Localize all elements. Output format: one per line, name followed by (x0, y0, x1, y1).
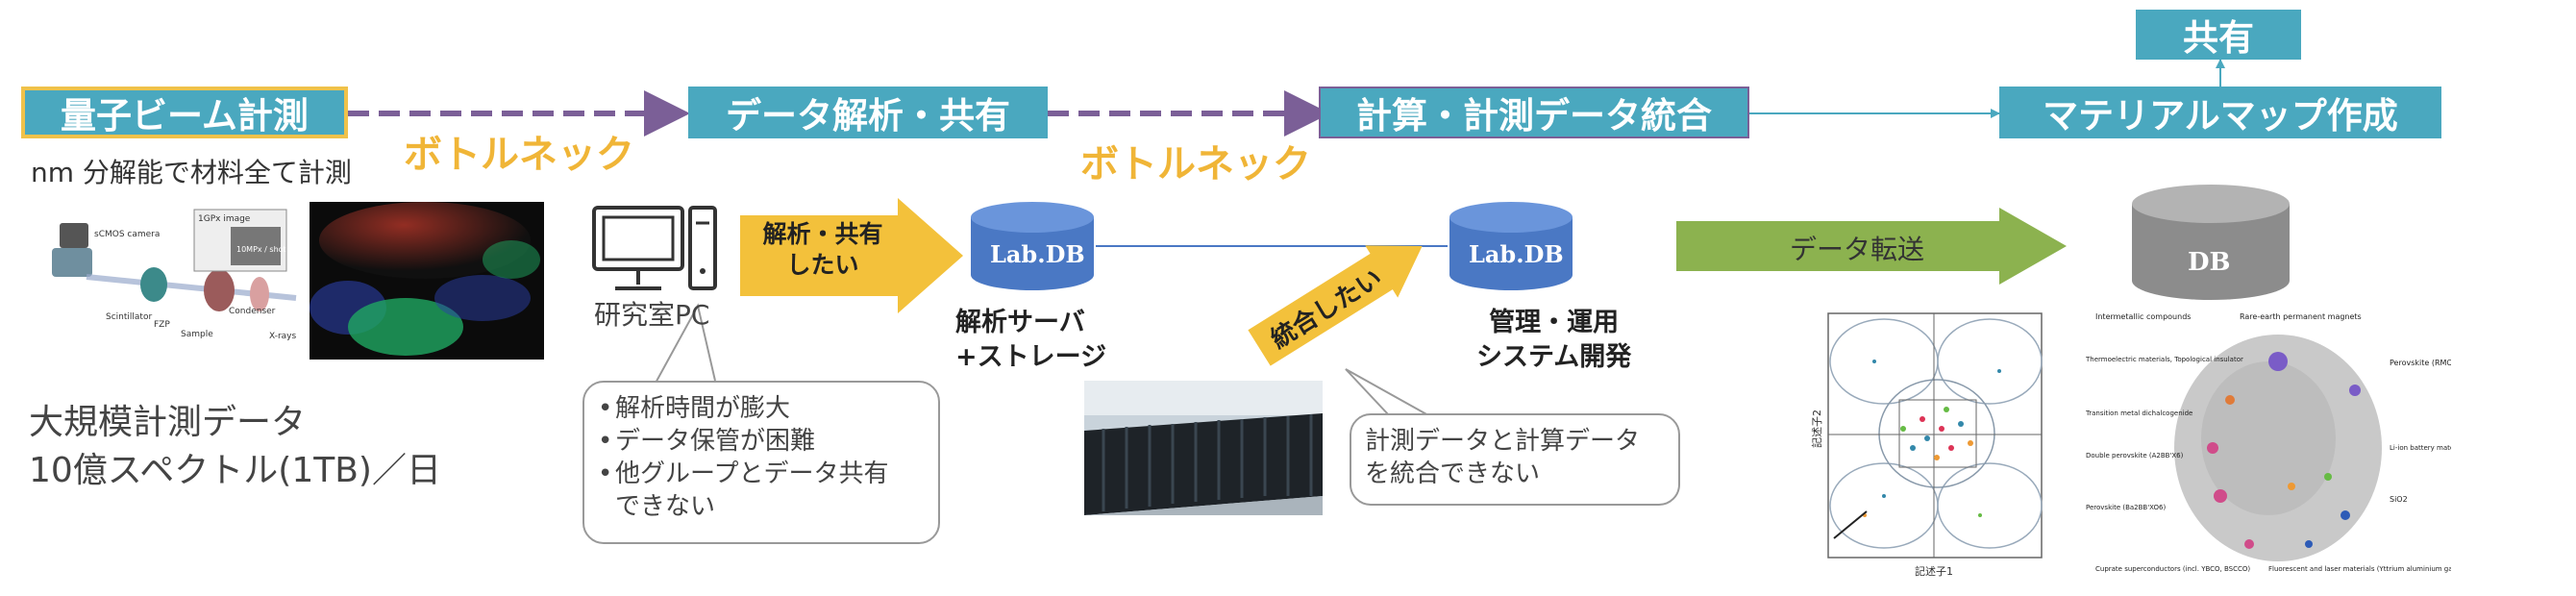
want-to-analyze-text: 解析・共有 したい (746, 219, 900, 281)
problems-list: 解析時間が膨大 データ保管が困難 他グループとデータ共有 (598, 392, 925, 490)
lab-db-label-1: Lab.DB (990, 240, 1085, 268)
beamline-illustration: sCMOS camera 1GPx image 10MPx / shot Sci… (52, 209, 297, 341)
note2-tail (1345, 368, 1429, 416)
data-transfer-label: データ転送 (1790, 234, 1925, 265)
problem-item-continued: できない (615, 492, 716, 521)
class-tmd: Transition metal dichalcogenide (2086, 410, 2192, 417)
want-to-analyze-line1: 解析・共有 (762, 220, 883, 248)
label-rate: 10MPx / shot (236, 245, 286, 254)
db1-caption-line1: 解析サーバ (955, 308, 1085, 337)
pc-icon (592, 206, 717, 290)
data-scale-line1: 大規模計測データ (29, 403, 307, 442)
beamline-schematic: sCMOS camera 1GPx image 10MPx / shot Sci… (38, 202, 310, 365)
want-to-analyze-line2: したい (786, 251, 859, 279)
spectral-map-image (310, 202, 544, 360)
stage-compute-measure-integration: 計算・計測データ統合 (1319, 87, 1749, 138)
label-scintillator: Scintillator (106, 312, 152, 322)
scatter-x-axis: 記述子1 (1915, 564, 1953, 578)
spectral-map-illustration (310, 202, 544, 360)
material-cluster-map: Intermetallic compounds Rare-earth perma… (2086, 304, 2451, 583)
lab-db-cylinder-2 (1449, 202, 1573, 290)
stage-material-map: マテリアルマップ作成 (1999, 87, 2441, 138)
class-intermetallic: Intermetallic compounds (2095, 312, 2191, 321)
bottleneck-label-2: ボトルネック (1080, 142, 1311, 186)
db2-caption-line1: 管理・運用 (1489, 308, 1620, 337)
supercomputer-photo (1084, 381, 1323, 515)
label-sample: Sample (181, 330, 213, 339)
db2-caption-line2: システム開発 (1476, 342, 1632, 372)
integration-callout: 計測データと計算データ を統合できない (1350, 413, 1680, 506)
data-transfer-arrow (1676, 208, 2067, 285)
supercomputer-illustration (1084, 381, 1323, 515)
label-image: 1GPx image (198, 214, 251, 224)
class-cuprate: Cuprate superconductors (incl. YBCO, BSC… (2095, 565, 2250, 573)
class-thermoelectric: Thermoelectric materials, Topological in… (2086, 356, 2243, 363)
central-db-cylinder (2132, 185, 2290, 300)
problems-callout: 解析時間が膨大 データ保管が困難 他グループとデータ共有 できない (582, 381, 940, 544)
lab-db-cylinder-1 (971, 202, 1094, 290)
class-perovskite-rmo3: Perovskite (RMO3) (2390, 359, 2451, 367)
class-rare-earth: Rare-earth permanent magnets (2240, 312, 2362, 321)
material-cluster-illustration: Intermetallic compounds Rare-earth perma… (2086, 304, 2451, 583)
integration-banner-shape (1248, 245, 1423, 366)
bottleneck-label-1: ボトルネック (404, 133, 634, 177)
label-fzp: FZP (154, 320, 170, 330)
pc-label: 研究室PC (594, 299, 710, 331)
descriptor-scatter-illustration: 記述子1 記述子2 (1807, 304, 2047, 581)
share-box: 共有 (2136, 10, 2301, 60)
integration-note-line1: 計測データと計算データ (1365, 427, 1641, 456)
lab-db-caption-1: 解析サーバ +ストレージ (955, 306, 1106, 375)
integration-note-line2: を統合できない (1365, 459, 1541, 488)
scatter-y-axis: 記述子2 (1810, 410, 1823, 448)
want-to-analyze-arrow (740, 198, 963, 313)
db1-caption-line2: +ストレージ (955, 342, 1107, 372)
label-condenser: Condenser (229, 307, 276, 316)
descriptor-scatter-map: 記述子1 記述子2 (1807, 304, 2047, 581)
stage-data-analysis-sharing: データ解析・共有 (688, 87, 1048, 138)
note1-tail (653, 303, 716, 387)
label-camera: sCMOS camera (94, 230, 160, 239)
central-db-label: DB (2188, 248, 2231, 277)
data-scale-line2: 10億スペクトル(1TB)／日 (29, 451, 441, 490)
problem-item: 解析時間が膨大 (598, 392, 925, 425)
class-sio2: SiO2 (2390, 495, 2408, 504)
resolution-note: nm 分解能で材料全て計測 (31, 157, 352, 188)
stage-quantum-beam-measurement: 量子ビーム計測 (21, 87, 348, 138)
label-xrays: X-rays (269, 332, 297, 341)
class-fluorescent: Fluorescent and laser materials (Yttrium… (2268, 565, 2451, 573)
problem-item: データ保管が困難 (598, 425, 925, 458)
class-double-perovskite: Double perovskite (A2BB'X6) (2086, 452, 2184, 459)
lab-db-label-2: Lab.DB (1469, 240, 1564, 268)
class-perovskite-ba2: Perovskite (Ba2BB'XO6) (2086, 504, 2166, 511)
lab-db-caption-2: 管理・運用 システム開発 (1476, 306, 1631, 375)
integration-banner: 統合したい (1243, 220, 1439, 374)
problem-item: 他グループとデータ共有 (598, 458, 925, 490)
class-li-ion: Li-ion battery materials (2390, 444, 2451, 452)
